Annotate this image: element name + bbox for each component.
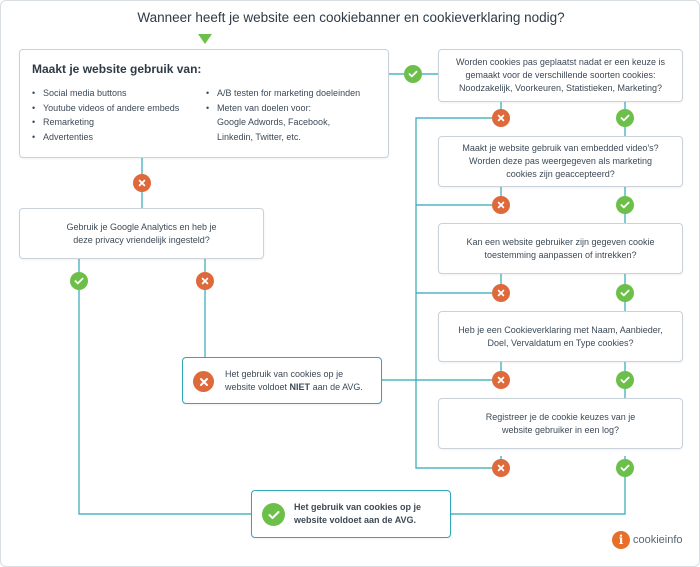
list-item: A/B testen for marketing doeleinden: [206, 86, 360, 101]
result-box-pass: Het gebruik van cookies op je website vo…: [251, 490, 451, 538]
result-line-2: website voldoet NIET aan de AVG.: [225, 382, 363, 392]
question-box-embedded-video: Maakt je website gebruik van embedded vi…: [438, 136, 683, 187]
connector-q2-yes: [78, 259, 251, 515]
cross-icon: [492, 284, 510, 302]
check-icon: [262, 503, 285, 526]
question-box-google-analytics: Gebruik je Google Analytics en heb je de…: [19, 208, 264, 259]
question-box-cookie-declaration: Heb je een Cookieverklaring met Naam, Aa…: [438, 311, 683, 362]
question-line: Noodzakelijk, Voorkeuren, Statistieken, …: [458, 83, 663, 93]
page-title: Wanneer heeft je website een cookiebanne…: [137, 10, 565, 25]
result-text-fail: Het gebruik van cookies op je website vo…: [225, 368, 363, 394]
check-icon: [616, 459, 634, 477]
right-usage-list: A/B testen for marketing doeleinden Mete…: [206, 86, 360, 144]
check-icon: [616, 284, 634, 302]
question-line: Maakt je website gebruik van embedded vi…: [462, 143, 659, 153]
question-line: website gebruiker in een log?: [501, 424, 620, 435]
result-text-pass: Het gebruik van cookies op je website vo…: [294, 501, 421, 527]
list-item: Youtube videos of andere embeds: [32, 101, 179, 116]
start-arrow-icon: [198, 34, 212, 44]
question-heading: Maakt je website gebruik van:: [32, 62, 202, 76]
result-line: Het gebruik van cookies op je: [225, 369, 344, 379]
result-box-fail: Het gebruik van cookies op je website vo…: [182, 357, 382, 404]
question-box-cookie-usage: Maakt je website gebruik van: Social med…: [19, 49, 389, 158]
question-line: cookies zijn geaccepteerd?: [506, 169, 615, 179]
list-item-continuation: Google Adwords, Facebook,: [217, 117, 331, 127]
question-box-cookie-consent: Worden cookies pas geplaatst nadat er ee…: [438, 49, 683, 102]
list-item-continuation: Linkedin, Twitter, etc.: [217, 131, 301, 142]
question-line: gemaakt voor de verschillende soorten co…: [465, 70, 656, 80]
question-line: Registreer je de cookie keuzes van je: [485, 411, 636, 422]
question-line: Worden deze pas weergegeven als marketin…: [469, 156, 652, 166]
cross-icon: [492, 109, 510, 127]
list-item: Social media buttons: [32, 86, 179, 101]
question-line: deze privacy vriendelijk ingesteld?: [73, 234, 210, 245]
question-line: Kan een website gebruiker zijn gegeven c…: [466, 236, 655, 247]
question-box-withdraw-consent: Kan een website gebruiker zijn gegeven c…: [438, 223, 683, 274]
cross-icon: [492, 459, 510, 477]
list-item: Remarketing: [32, 115, 179, 130]
question-line: Heb je een Cookieverklaring met Naam, Aa…: [458, 324, 663, 335]
question-line: Gebruik je Google Analytics en heb je: [66, 221, 217, 232]
connector-r5-yes: [451, 456, 626, 515]
question-box-consent-log: Registreer je de cookie keuzes van je we…: [438, 398, 683, 449]
cross-icon: [492, 196, 510, 214]
question-line: Doel, Vervaldatum en Type cookies?: [487, 337, 634, 348]
question-line: Worden cookies pas geplaatst nadat er ee…: [456, 57, 665, 67]
cross-icon: [133, 174, 151, 192]
cross-icon: [196, 272, 214, 290]
check-icon: [616, 109, 634, 127]
emphasis-not: NIET: [289, 382, 311, 392]
cross-icon: [492, 371, 510, 389]
logo-text: cookieinfo: [633, 534, 683, 546]
check-icon: [616, 371, 634, 389]
result-line: Het gebruik van cookies op je: [294, 502, 422, 512]
logo-mark: i: [612, 531, 630, 549]
cross-icon: [193, 371, 214, 392]
check-icon: [404, 65, 422, 83]
list-item: Meten van doelen voor:: [206, 101, 360, 116]
cookieinfo-logo: i cookieinfo: [612, 531, 683, 549]
check-icon: [616, 196, 634, 214]
question-line: toestemming aanpassen of intrekken?: [484, 249, 637, 260]
check-icon: [70, 272, 88, 290]
result-line: website voldoet aan de AVG.: [294, 515, 417, 525]
list-item: Advertenties: [32, 130, 179, 145]
left-usage-list: Social media buttons Youtube videos of a…: [32, 86, 179, 144]
